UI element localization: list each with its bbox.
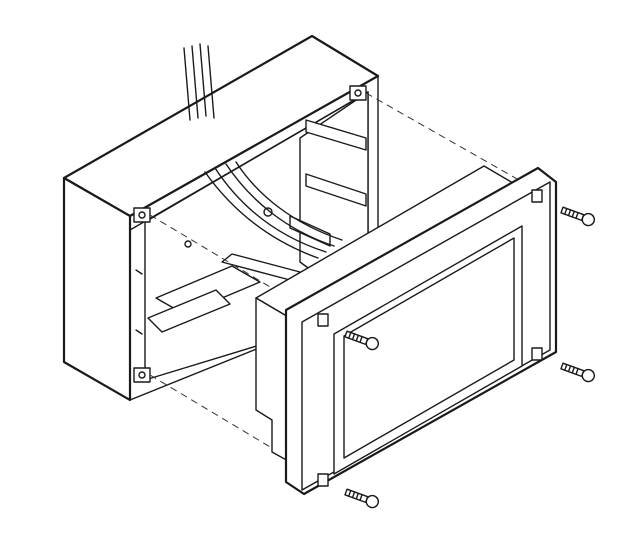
cable-inner-2 <box>214 167 327 253</box>
screen-window <box>333 225 523 475</box>
box-boss-top-right <box>349 85 367 101</box>
cable-bundle <box>183 43 343 259</box>
panel-hole-bottom-right <box>531 347 543 361</box>
cable-top-2 <box>191 45 199 119</box>
align-line-bottom-left <box>149 374 323 479</box>
cable-inner-1 <box>204 171 319 259</box>
screw-bottom-left <box>344 488 380 509</box>
mounting-screws <box>344 206 596 509</box>
alignment-lines <box>149 92 541 479</box>
cable-top-4 <box>207 45 215 119</box>
cable-top-1 <box>183 47 191 121</box>
cable-top-3 <box>199 43 207 117</box>
screw-bottom-right <box>560 362 596 383</box>
box-boss-top-left <box>133 207 151 223</box>
screen-window-inner <box>343 237 515 459</box>
align-line-top-left <box>149 214 323 319</box>
screw-top-right <box>560 206 596 227</box>
front-panel <box>255 165 558 496</box>
screw-head <box>581 212 596 227</box>
box-left-side <box>62 176 132 402</box>
screw-panel-left <box>344 330 380 351</box>
panel-hole-top-left <box>317 313 329 327</box>
box-floor-ledge-2 <box>147 289 231 333</box>
box-wall-hole-2 <box>184 240 192 248</box>
box-boss-bottom-left <box>133 367 151 383</box>
box-boss-hole-3 <box>138 371 146 379</box>
cable-inner-3 <box>225 163 335 247</box>
box-boss-hole-1 <box>138 211 146 219</box>
box-shelf-2 <box>305 173 367 207</box>
box-shelf-3 <box>289 215 331 247</box>
cable-inner-4 <box>235 161 343 241</box>
box-boss-hole-2 <box>354 89 362 97</box>
align-line-top-right <box>365 92 541 193</box>
box-wall-hole-1 <box>263 207 273 217</box>
box-notch-2 <box>135 329 143 335</box>
box-notch-1 <box>135 269 143 275</box>
panel-hole-bottom-left <box>317 473 329 487</box>
box-rim-inner <box>129 91 369 231</box>
box-shelf-1 <box>305 119 367 151</box>
panel-hole-top-right <box>531 189 543 203</box>
